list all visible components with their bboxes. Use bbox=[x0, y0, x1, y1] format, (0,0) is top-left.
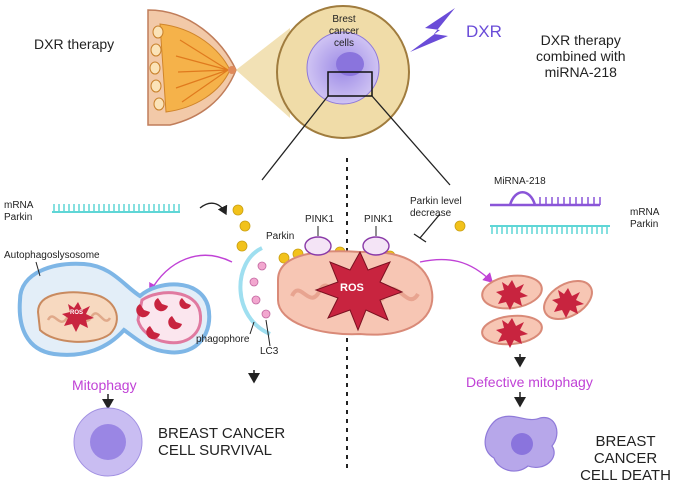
phagophore-membrane bbox=[238, 246, 271, 336]
zoom-wedge bbox=[236, 28, 290, 118]
pink1-left-label: PINK1 bbox=[305, 214, 334, 225]
dying-cell bbox=[484, 415, 558, 472]
survival-label: BREAST CANCER CELL SURVIVAL bbox=[158, 425, 286, 459]
ros-burst bbox=[314, 250, 404, 332]
death-label: BREAST CANCER CELL DEATH bbox=[580, 433, 671, 484]
defective-arrow bbox=[419, 258, 493, 283]
mirna-218 bbox=[490, 191, 601, 207]
autophagolysosome-label: Autophagoslysosome bbox=[4, 250, 100, 261]
surviving-cell bbox=[73, 407, 143, 477]
dxr-therapy-label: DXR therapy bbox=[34, 36, 115, 52]
lc3-label: LC3 bbox=[260, 346, 279, 357]
lightning-icon bbox=[410, 8, 455, 52]
mirna-218-label: MiRNA-218 bbox=[494, 176, 546, 187]
lc3-dots bbox=[249, 261, 271, 319]
pink1-right-shape bbox=[362, 236, 390, 256]
dxr-label: DXR bbox=[466, 22, 502, 41]
mitophagy-label: Mitophagy bbox=[72, 377, 137, 393]
dxr-combined-label: DXR therapy combined with miRNA-218 bbox=[536, 32, 626, 80]
parkin-label: Parkin bbox=[266, 231, 295, 242]
ros-main-label: ROS bbox=[340, 282, 364, 294]
mrna-right bbox=[490, 225, 610, 234]
pink1-right-label: PINK1 bbox=[364, 214, 393, 225]
mitochondrion-main bbox=[277, 250, 434, 336]
mrna-parkin-left-label: mRNA Parkin bbox=[4, 200, 34, 223]
autophagolysosome bbox=[17, 261, 212, 357]
zoom-line-right bbox=[371, 95, 451, 186]
brest-cancer-cells-label: Brest cancer cells bbox=[328, 14, 359, 49]
mrna-parkin-right-label: mRNA Parkin bbox=[630, 207, 660, 230]
ros-small-label: ROS bbox=[70, 310, 84, 316]
phagophore-label: phagophore bbox=[196, 334, 250, 345]
zoom-line-left bbox=[261, 95, 329, 181]
parkin-level-decrease-label: Parkin level decrease bbox=[410, 196, 462, 219]
translation-arrow bbox=[199, 202, 228, 216]
inhibition-line bbox=[413, 213, 441, 243]
defective-mitophagy-label: Defective mitophagy bbox=[466, 374, 593, 390]
mrna-left bbox=[52, 204, 180, 213]
cancer-cell-zoom bbox=[276, 5, 410, 139]
mitophagy-arrow bbox=[149, 254, 233, 294]
pink1-left-shape bbox=[304, 236, 332, 256]
breast-illustration bbox=[147, 9, 237, 126]
damaged-mitochondria bbox=[481, 274, 593, 348]
